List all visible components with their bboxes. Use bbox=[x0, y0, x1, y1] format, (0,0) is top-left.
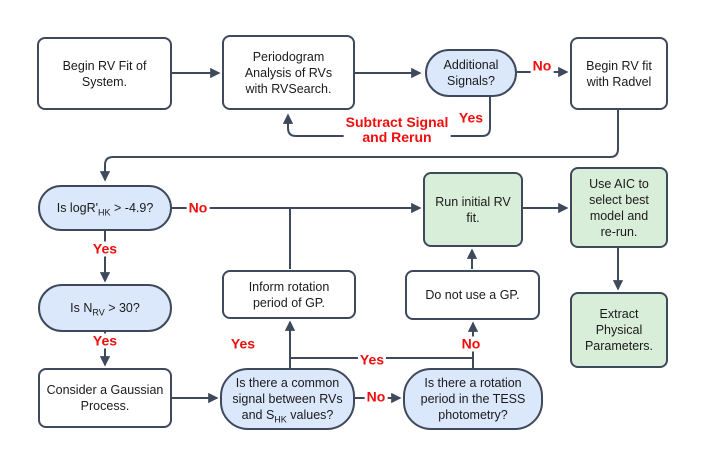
node-text: Is there a common bbox=[235, 376, 340, 390]
node-text: Periodogram bbox=[252, 49, 325, 64]
node-text: Physical bbox=[595, 323, 643, 337]
edge-label-additional-yes: Yes bbox=[456, 109, 486, 126]
node-do-not-use-gp: Do not use a GP. bbox=[405, 270, 540, 320]
node-use-aic: Use AIC to select best model and re-run. bbox=[570, 167, 668, 248]
node-begin-rv-fit-radvel: Begin RV fit with Radvel bbox=[570, 37, 668, 110]
decision-additional-signals: Additional Signals? bbox=[425, 49, 517, 97]
edge-label-subtract-rerun: Subtract Signal and Rerun bbox=[343, 114, 451, 145]
decision-tess-rotation: Is there a rotation period in the TESS p… bbox=[403, 368, 543, 430]
node-text: Is NRV > 30? bbox=[70, 301, 140, 318]
node-text: Begin RV Fit of bbox=[62, 58, 147, 73]
node-text: period of GP. bbox=[252, 295, 326, 310]
node-text: Analysis of RVs bbox=[244, 65, 333, 80]
edge-label-common-yes: Yes bbox=[228, 335, 258, 352]
node-text: fit. bbox=[466, 210, 480, 225]
edge-label-nrv-yes: Yes bbox=[90, 332, 120, 349]
node-text: photometry? bbox=[438, 408, 508, 422]
node-text: Additional bbox=[443, 58, 499, 72]
node-text: with Radvel bbox=[586, 74, 652, 89]
node-text: Is there a rotation bbox=[424, 376, 522, 390]
node-text: Signals? bbox=[447, 74, 495, 88]
node-text: Process. bbox=[80, 399, 130, 413]
decision-logrhk: Is logR'HK > -4.9? bbox=[38, 185, 172, 231]
edge-radvel-to-logrhk bbox=[99, 110, 619, 182]
node-text: model and bbox=[589, 208, 649, 223]
node-text: Inform rotation bbox=[248, 279, 330, 294]
node-text: Run initial RV bbox=[435, 194, 511, 209]
edge-label-common-no: No bbox=[364, 388, 388, 405]
edge-label-line: and Rerun bbox=[362, 129, 432, 145]
node-text: and SHK values? bbox=[241, 408, 334, 425]
node-text: Consider a Gaussian bbox=[46, 383, 164, 397]
node-text: Use AIC to bbox=[589, 176, 649, 191]
node-text: Parameters. bbox=[584, 339, 654, 353]
node-consider-gaussian-process: Consider a Gaussian Process. bbox=[38, 368, 172, 428]
edge-label-tess-yes: Yes bbox=[357, 351, 387, 368]
edge-label-line: Subtract Signal bbox=[345, 114, 449, 130]
edge-label-logrhk-yes: Yes bbox=[90, 240, 120, 257]
node-text: Begin RV fit bbox=[586, 58, 652, 73]
node-periodogram-analysis: Periodogram Analysis of RVs with RVSearc… bbox=[222, 35, 355, 110]
node-text: period in the TESS bbox=[420, 392, 526, 406]
node-text: with RVSearch. bbox=[245, 81, 332, 96]
node-inform-rotation-period: Inform rotation period of GP. bbox=[222, 270, 356, 319]
node-text: signal between RVs bbox=[232, 392, 343, 406]
edge-label-logrhk-no: No bbox=[186, 199, 210, 216]
node-text: re-run. bbox=[600, 224, 638, 239]
decision-nrv: Is NRV > 30? bbox=[38, 284, 172, 332]
node-begin-rv-fit-of-system: Begin RV Fit of System. bbox=[37, 37, 172, 110]
node-extract-physical-parameters: Extract Physical Parameters. bbox=[570, 292, 668, 368]
node-text: Extract bbox=[599, 307, 639, 321]
edge-label-tess-no: No bbox=[459, 335, 483, 352]
decision-common-signal: Is there a common signal between RVs and… bbox=[220, 368, 355, 430]
node-run-initial-rv-fit: Run initial RV fit. bbox=[423, 172, 523, 247]
node-text: Do not use a GP. bbox=[425, 288, 520, 302]
node-text: select best bbox=[589, 192, 649, 207]
node-text: Is logR'HK > -4.9? bbox=[56, 201, 154, 218]
node-text: System. bbox=[81, 74, 128, 89]
edge-label-additional-no: No bbox=[530, 57, 554, 74]
